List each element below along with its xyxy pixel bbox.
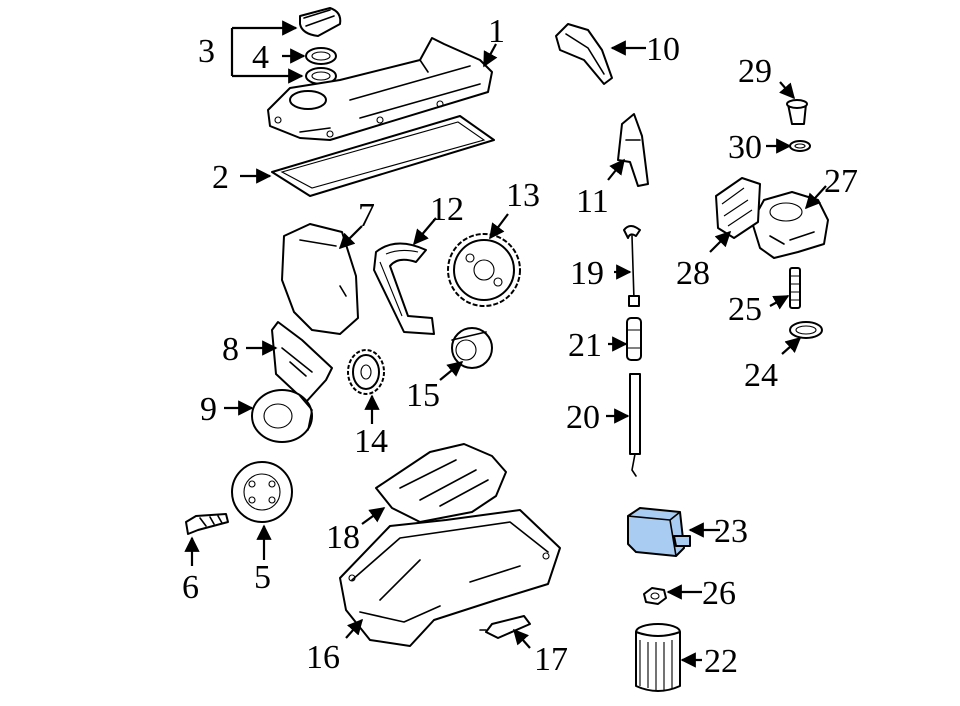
water-pump-part[interactable] xyxy=(251,389,313,443)
rear-cover-plate-part[interactable] xyxy=(271,321,333,403)
sealant-tube-part[interactable] xyxy=(479,615,531,639)
callout-27[interactable]: 27 xyxy=(824,163,858,200)
callout-11[interactable]: 11 xyxy=(576,183,609,220)
callout-24[interactable]: 24 xyxy=(744,357,778,394)
crankshaft-gear-part[interactable] xyxy=(347,349,385,395)
callout-23[interactable]: 23 xyxy=(714,513,748,550)
callout-13[interactable]: 13 xyxy=(506,177,540,214)
stud-part[interactable] xyxy=(789,267,801,309)
callout-3[interactable]: 3 xyxy=(198,33,215,70)
drain-plug-part[interactable] xyxy=(786,99,808,125)
oil-pan-baffle-part[interactable] xyxy=(375,443,507,523)
callout-4[interactable]: 4 xyxy=(252,39,269,76)
callout-22[interactable]: 22 xyxy=(704,643,738,680)
nut-part[interactable] xyxy=(643,587,667,605)
oil-filter-part[interactable] xyxy=(635,623,681,692)
callout-5[interactable]: 5 xyxy=(254,559,271,596)
callout-14[interactable]: 14 xyxy=(354,423,388,460)
callout-20[interactable]: 20 xyxy=(566,399,600,436)
callout-15[interactable]: 15 xyxy=(406,377,440,414)
bracket-part[interactable] xyxy=(617,113,649,187)
upper-timing-cover-part[interactable] xyxy=(555,23,613,85)
valve-cover-gasket-part[interactable] xyxy=(271,115,495,197)
callout-12[interactable]: 12 xyxy=(430,191,464,228)
callout-21[interactable]: 21 xyxy=(568,327,602,364)
callout-7[interactable]: 7 xyxy=(358,197,375,234)
callout-1[interactable]: 1 xyxy=(488,13,505,50)
camshaft-gear-part[interactable] xyxy=(447,233,521,307)
idler-pulley-part[interactable] xyxy=(451,327,493,369)
callout-9[interactable]: 9 xyxy=(200,391,217,428)
oil-filler-cap-part[interactable] xyxy=(299,7,342,37)
callout-28[interactable]: 28 xyxy=(676,255,710,292)
callout-8[interactable]: 8 xyxy=(222,331,239,368)
housing-gasket-part[interactable] xyxy=(715,177,761,239)
dipstick-tube-part[interactable] xyxy=(629,373,641,477)
plug-seal-part[interactable] xyxy=(789,140,811,152)
callout-26[interactable]: 26 xyxy=(702,575,736,612)
callout-17[interactable]: 17 xyxy=(534,641,568,678)
oil-filter-housing-part[interactable] xyxy=(751,191,829,259)
pulley-bolt-part[interactable] xyxy=(185,513,229,535)
leader-arrows xyxy=(184,20,827,668)
dipstick-part[interactable] xyxy=(623,225,641,307)
callout-2[interactable]: 2 xyxy=(212,159,229,196)
timing-belt-part[interactable] xyxy=(373,242,435,335)
valve-cover-part[interactable] xyxy=(267,37,493,141)
callout-29[interactable]: 29 xyxy=(738,53,772,90)
o-ring-part[interactable] xyxy=(789,321,823,339)
callout-16[interactable]: 16 xyxy=(306,639,340,676)
cap-seal-upper-part[interactable] xyxy=(305,47,337,65)
timing-cover-part[interactable] xyxy=(281,223,359,335)
callout-18[interactable]: 18 xyxy=(326,519,360,556)
callout-30[interactable]: 30 xyxy=(728,129,762,166)
callout-10[interactable]: 10 xyxy=(646,31,680,68)
oil-cooler-part[interactable] xyxy=(627,507,691,557)
oil-pan-part[interactable] xyxy=(339,509,561,647)
callout-25[interactable]: 25 xyxy=(728,291,762,328)
dipstick-tube-seal-part[interactable] xyxy=(626,317,642,361)
callout-19[interactable]: 19 xyxy=(570,255,604,292)
callout-6[interactable]: 6 xyxy=(182,569,199,606)
callout-labels: 1 2 3 4 5 6 7 8 9 10 11 12 13 14 15 16 1… xyxy=(182,13,858,680)
crankshaft-pulley-part[interactable] xyxy=(231,461,293,523)
